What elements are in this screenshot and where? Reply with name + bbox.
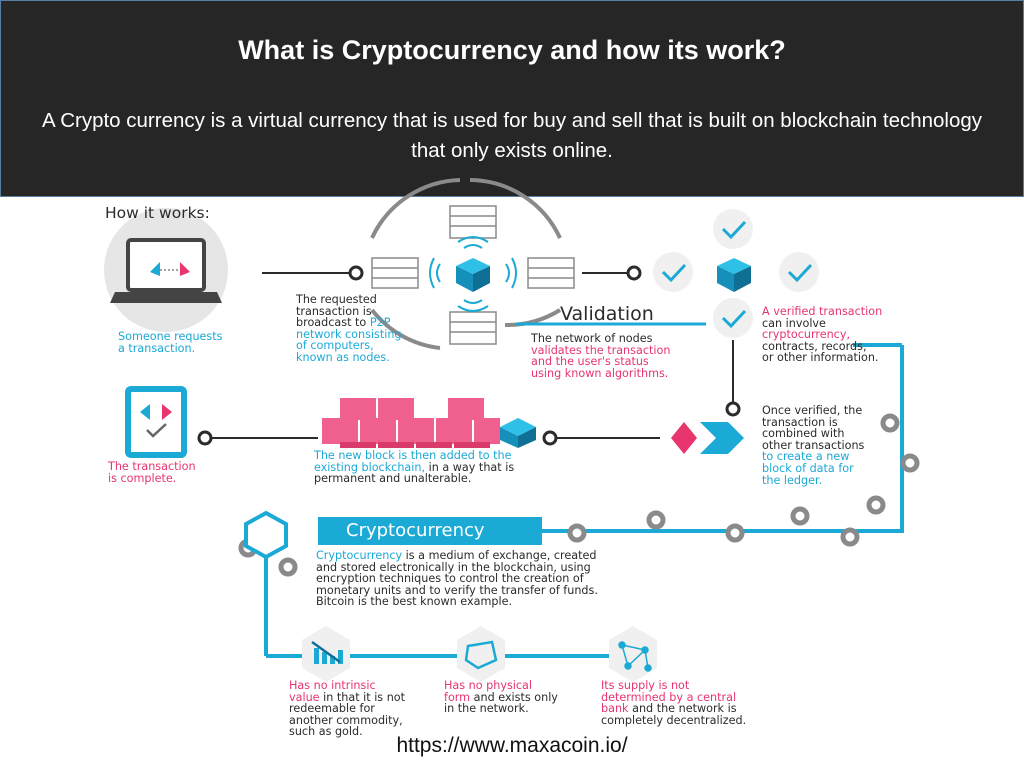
validation-title: Validation <box>560 303 654 325</box>
step-block-text: The new block is then added to the exist… <box>314 449 515 486</box>
check-icon <box>653 209 819 338</box>
verified-cube-icon <box>717 258 751 292</box>
crypto-description: Cryptocurrency is a medium of exchange, … <box>316 549 598 609</box>
connector-dot <box>197 430 213 446</box>
combine-icon <box>671 422 744 454</box>
connector-dot <box>626 265 642 281</box>
page-subtitle: A Crypto currency is a virtual currency … <box>41 109 983 162</box>
feature-intrinsic-text: Has no intrinsic value in that it is not… <box>289 679 406 739</box>
blockchain-cube-icon <box>456 258 490 292</box>
page-title: What is Cryptocurrency and how its work? <box>238 35 786 65</box>
crypto-title-bar: Cryptocurrency <box>318 517 542 545</box>
connector-dot <box>542 430 558 446</box>
signal-icon <box>429 236 517 312</box>
chart-down-icon <box>311 640 343 664</box>
new-block-icon <box>322 398 536 448</box>
no-form-icon <box>464 640 498 670</box>
step-combined-text: Once verified, the transaction is combin… <box>762 404 865 487</box>
step-broadcast-text: The requested transaction is broadcast t… <box>296 293 402 364</box>
diagram-heading: How it works: <box>105 204 210 222</box>
phone-icon <box>125 386 187 458</box>
connector-dot <box>725 401 741 417</box>
server-icon <box>371 205 575 345</box>
pipeline-line <box>540 345 904 533</box>
feature-central-text: Its supply is not determined by a centra… <box>601 679 747 727</box>
header-banner: What is Cryptocurrency and how its work?… <box>0 0 1024 197</box>
network-icon <box>618 641 652 672</box>
step-validation-text: The network of nodes validates the trans… <box>531 332 671 380</box>
step-verified-text: A verified transaction can involve crypt… <box>762 305 883 365</box>
crypto-hexagon-icon <box>244 510 288 560</box>
laptop-icon <box>104 208 228 332</box>
feature-physical-text: Has no physical form and exists only in … <box>444 679 558 716</box>
connector-dot <box>348 265 364 281</box>
source-url: https://www.maxacoin.io/ <box>396 734 628 757</box>
